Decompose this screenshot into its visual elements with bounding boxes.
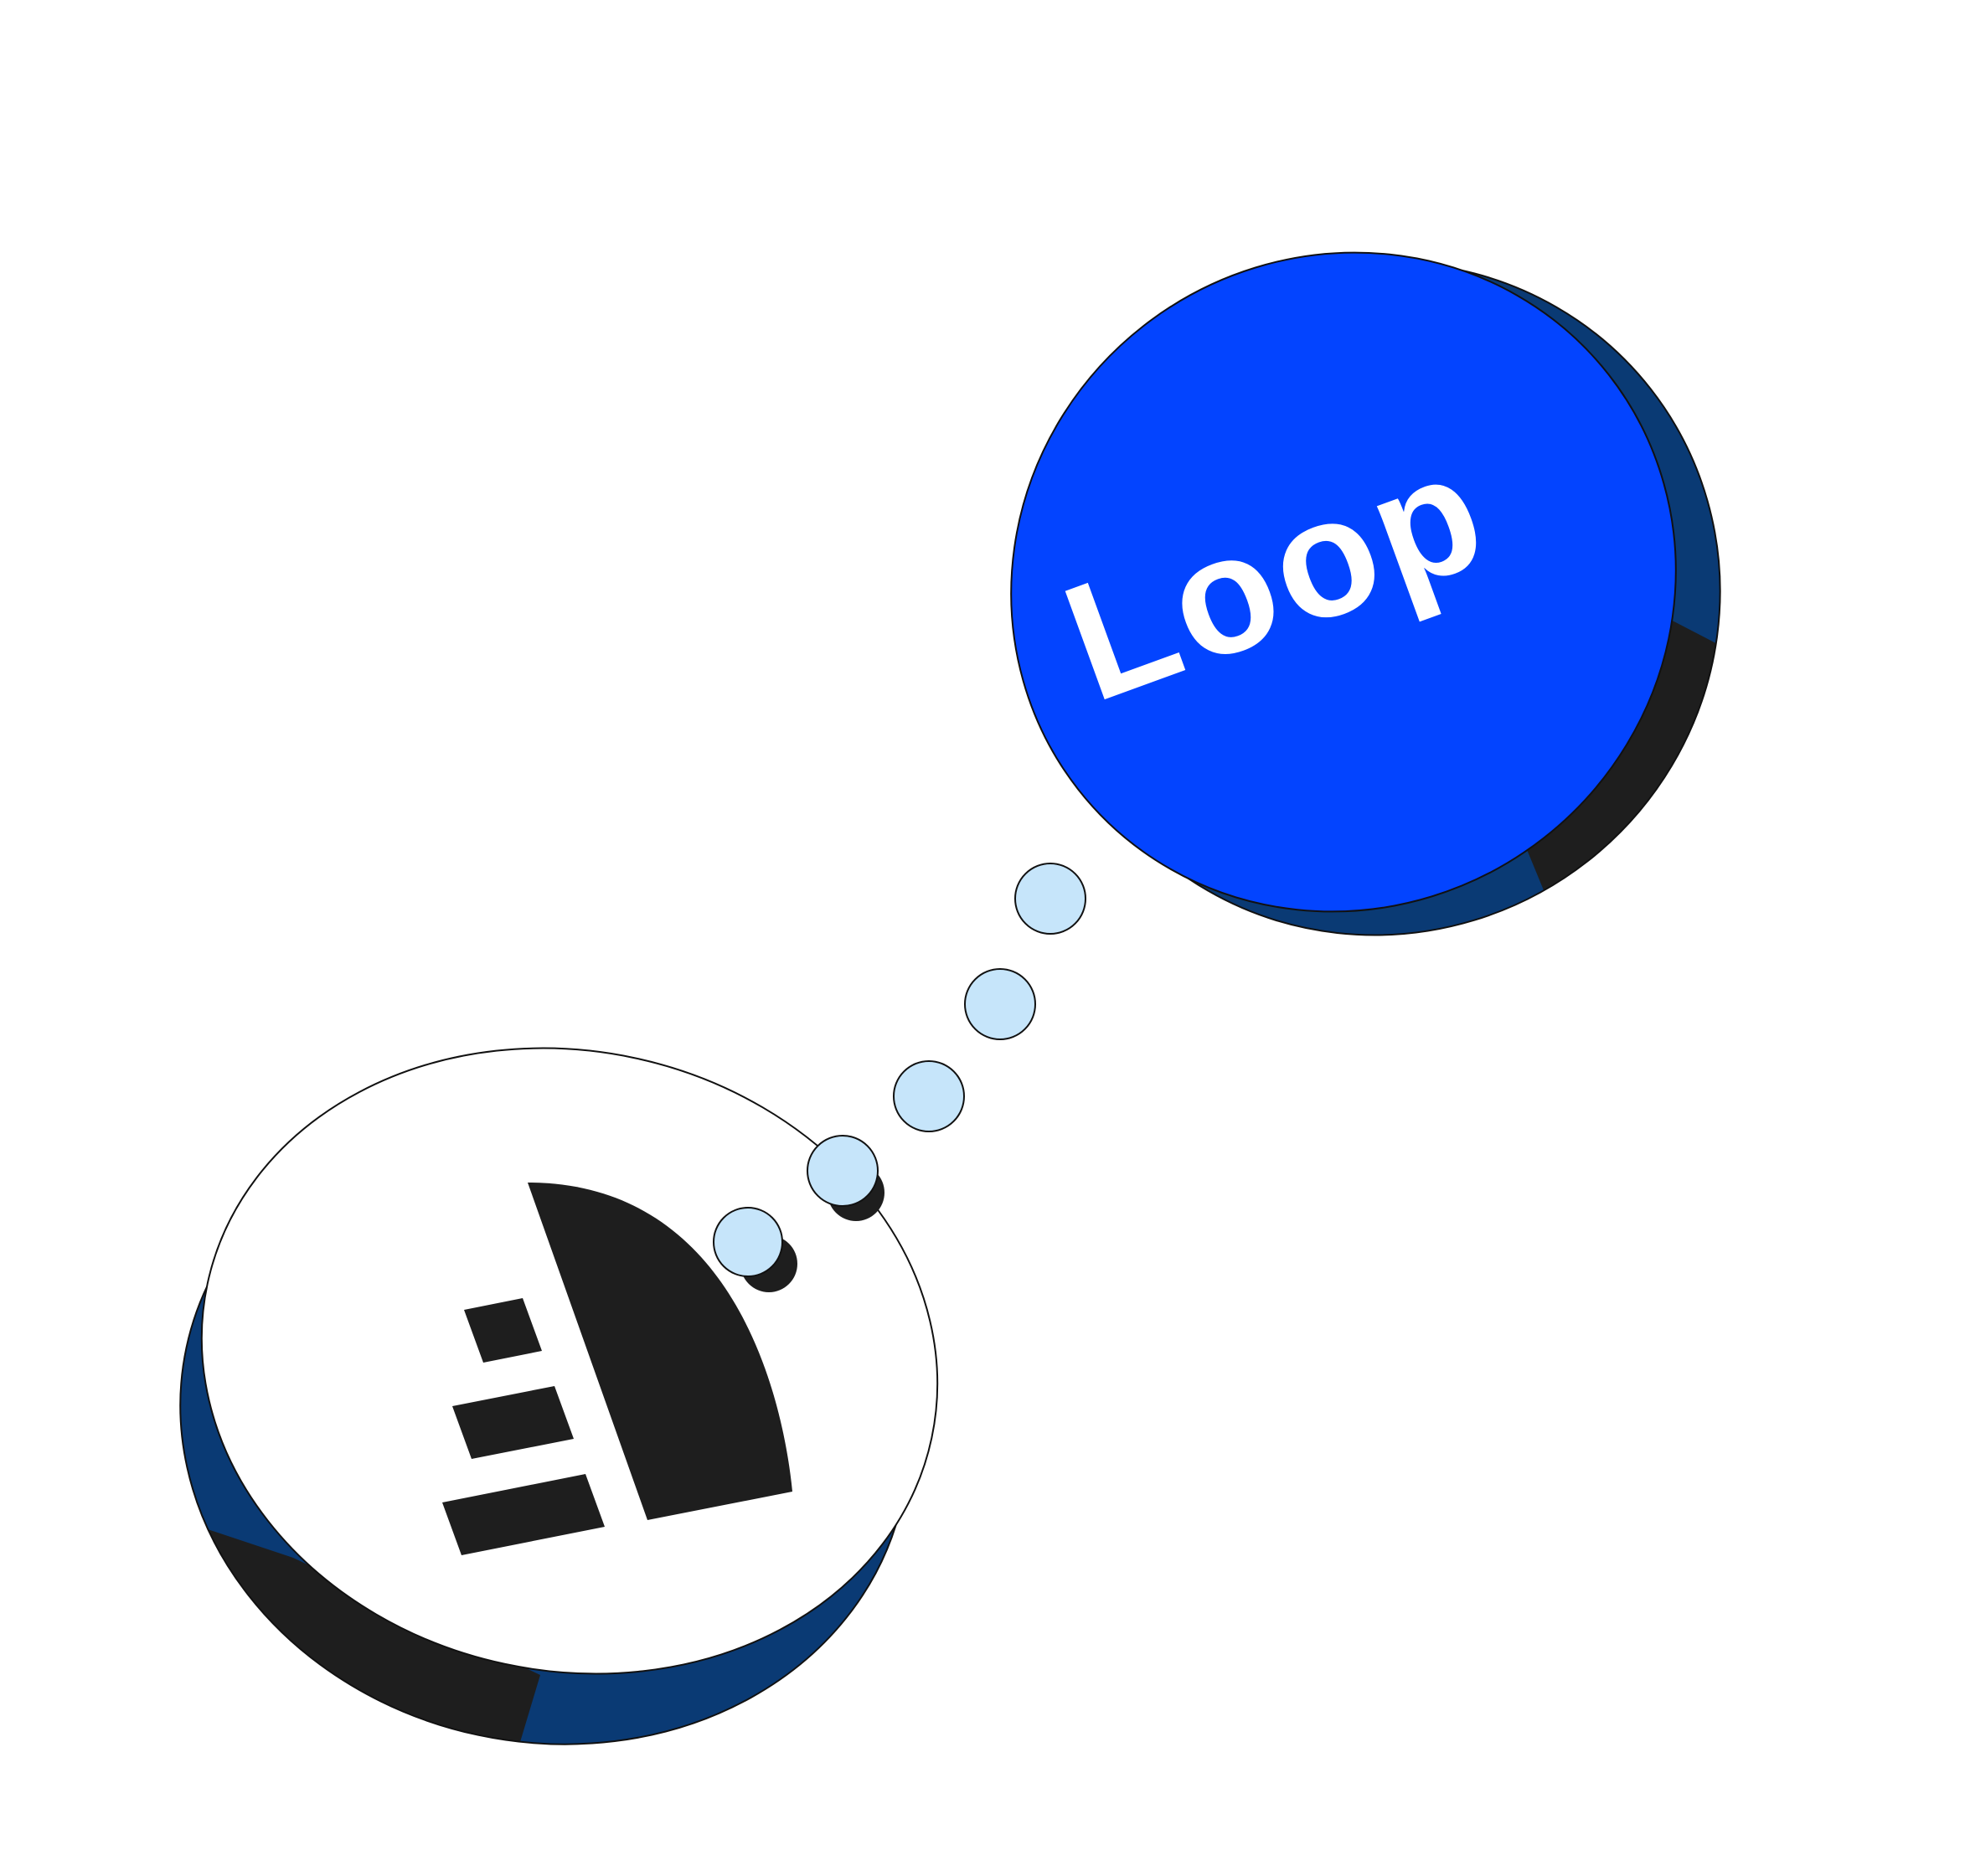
loop-coin-face — [1010, 251, 1677, 913]
loop-coin: Loop — [1010, 251, 1776, 936]
white-coin-face — [200, 1047, 939, 1675]
logo-bar-3 — [442, 1474, 605, 1555]
connector-dot — [893, 1060, 965, 1132]
logo-sail — [528, 1183, 792, 1520]
connector-dot — [1014, 863, 1086, 935]
connector-dot — [807, 1135, 879, 1207]
exchange-logo-coin — [168, 1047, 939, 1750]
connector-dot — [713, 1207, 783, 1277]
connector-dot — [964, 968, 1036, 1040]
dotted-connector — [713, 863, 1086, 1292]
exchange-logo-icon — [442, 1183, 792, 1555]
logo-bar-2 — [452, 1386, 574, 1459]
logo-bar-1 — [464, 1298, 542, 1363]
